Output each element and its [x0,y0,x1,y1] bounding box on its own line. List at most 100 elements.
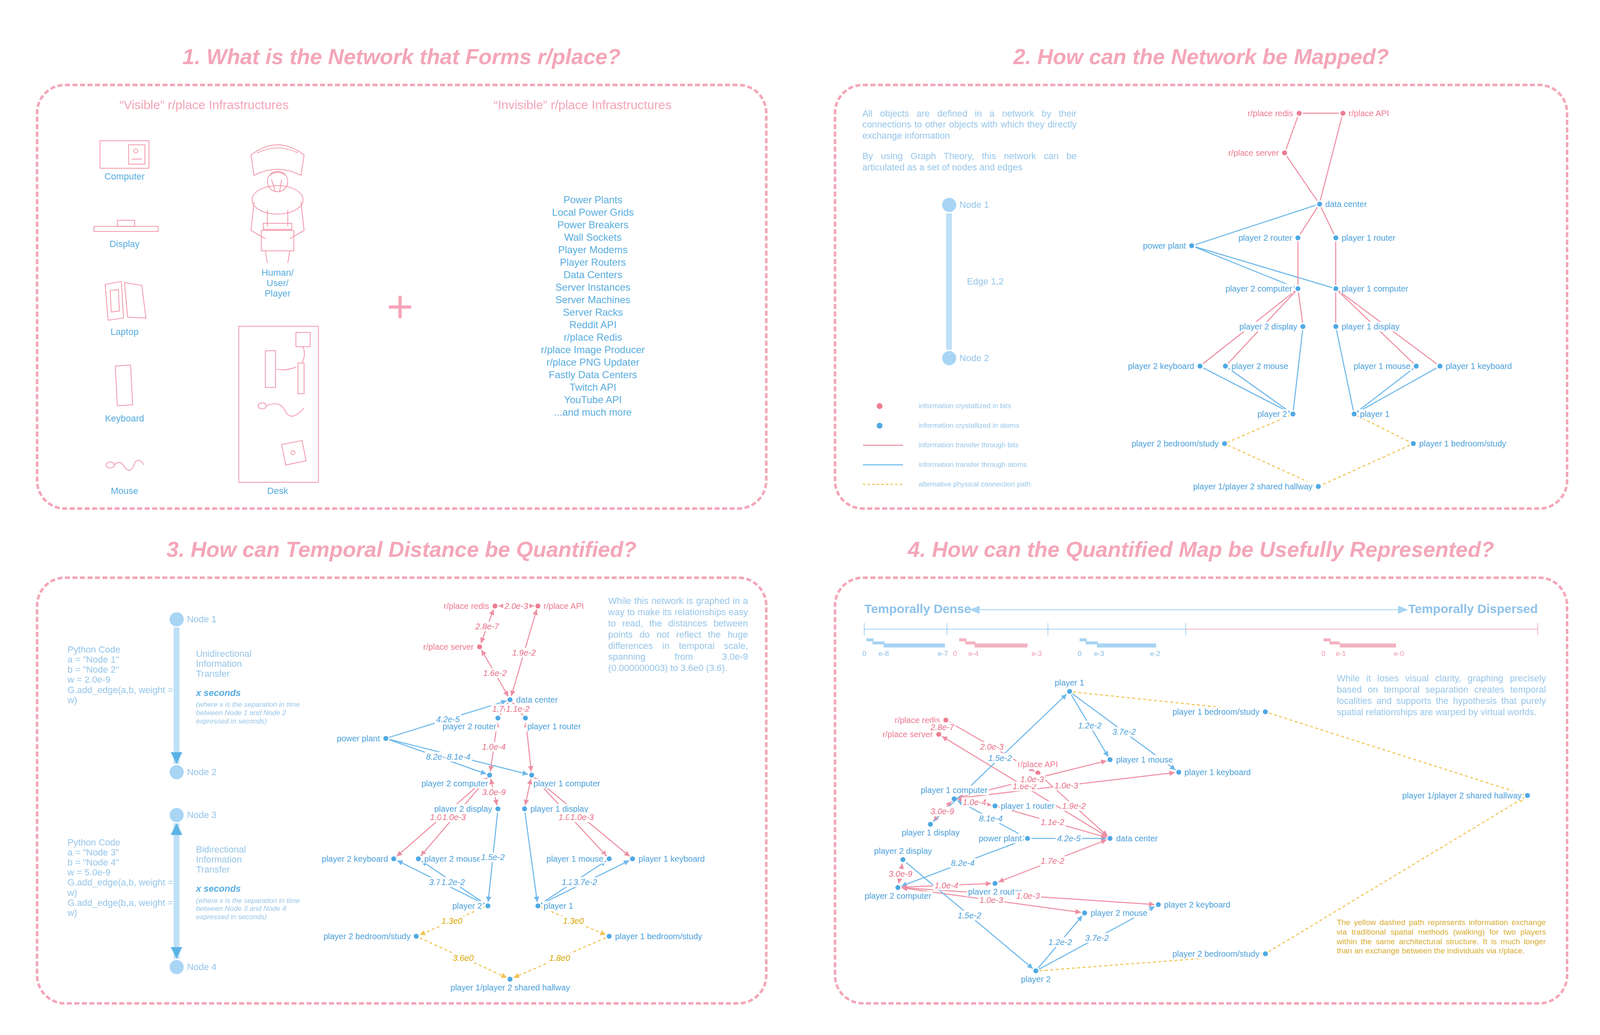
connector [1336,330,1354,411]
node-label: Node 2 [185,767,218,778]
edge-label: 3.7e-2 [1110,727,1138,738]
node-label: power plant [977,834,1023,844]
node-label: r/place server [881,730,935,740]
connector [1071,695,1109,758]
node-label: player 1 [1053,678,1086,688]
graph-node: r/place API [535,603,541,609]
connector [1228,368,1290,413]
connector [1320,207,1334,235]
legend-line [862,441,904,450]
node-label: r/place server [1227,148,1280,158]
node-label: player 2 mouse [422,854,483,865]
node-label: player 1 mouse [1352,361,1412,372]
connector [933,694,1067,823]
list-item: r/place Image Producer [540,343,645,357]
label-group: All objects are defined in a network by … [862,108,1077,142]
node-label: player 1 bedroom/study [613,932,704,942]
human-icon [250,145,304,264]
node-label: player 2 bedroom/study [322,932,412,942]
node-label: player 1 [1358,409,1391,420]
connector [946,213,953,350]
legend-text: information transfer through atoms [918,460,1027,470]
graph-node: player 2 router [992,881,998,887]
section-heading: “Visible” r/place Infrastructures [119,97,289,113]
node-label: player 1 display [900,828,961,838]
graph-node: player 2 display [900,857,906,863]
node-label: player 1 keyboard [1444,361,1514,372]
scale-label: Temporally Dense [864,602,971,617]
connector [1320,117,1343,201]
node-label: player 2 display [1237,321,1299,332]
edge-label: 8.2e-4 [949,858,976,868]
panel-heading: 3. How can Temporal Distance be Quantifi… [38,537,765,563]
legend-row: information crystallized in bits [862,396,1031,417]
graph-node: player 2 bedroom/study [1262,951,1268,957]
edge-label: 1.2e-2 [1076,721,1103,731]
list-item: Wall Sockets [540,231,645,244]
label-group: “Invisible” r/place Infrastructures [493,97,672,113]
connector [421,861,485,905]
tick-label: e-2 [1150,650,1161,659]
list-item: r/place PNG Updater [540,356,645,369]
node-label: power plant [1141,241,1188,251]
connector [1302,112,1340,115]
node-label: player 2 mouse [1230,361,1290,372]
edge-label: 1.0e-3 [569,812,596,823]
node-label: r/place API [542,601,586,611]
section-heading: “Invisible” r/place Infrastructures [493,97,672,113]
graph-node: player 1 router [522,715,528,721]
connector [1357,368,1437,413]
list-item: Power Breakers [540,218,645,232]
node-circle: Node 2 [942,351,957,366]
list-item: Data Centers [540,268,645,282]
connector [1293,330,1303,411]
graph-node: player 1 computer [529,772,535,778]
edge-label: 1.8e0 [547,953,572,963]
graph-node: player 1 keyboard [1176,770,1182,775]
graph-node: player 2 [1290,411,1296,417]
node-label: player 1 keyboard [1183,767,1253,778]
desk-icon [238,326,319,483]
connector [998,840,1107,883]
node-label: player 1/player 2 shared hallway [1400,791,1523,801]
weight-note: x seconds [195,883,241,895]
list-item: Player Modems [540,243,645,257]
node-label: r/place API [1347,108,1391,118]
display-icon [93,220,158,232]
node-label: player 1 computer [919,785,989,796]
edge-label: 1.0e-3 [1019,775,1046,785]
connector [1321,445,1410,485]
node-label: data center [1324,199,1369,209]
connector [1203,367,1290,413]
node-label: Node 1 [185,614,218,625]
connector [957,772,1175,799]
paragraph: While this network is graphed in a way t… [608,595,749,675]
graph-node: r/place server [1282,150,1288,156]
label-group: Mouse [110,485,139,497]
connector [173,823,180,960]
small-note: (where x is the separation in time betwe… [195,897,303,922]
edge-label: 8.1e-4 [977,814,1005,824]
graph-node: player 1/player 2 shared hallway [1525,793,1530,799]
tick-label: e-7 [937,650,949,659]
connector [1227,445,1315,485]
code-line: a = "Node 3" [67,847,185,858]
icon-label: Display [109,238,140,250]
connector [1195,247,1295,288]
edge-label: 1.0e-4 [480,742,508,752]
connector [1297,241,1299,285]
node-label: Node 2 [958,352,991,364]
edge-label: 3.7e-2 [1083,933,1110,943]
edge-label: 3.0e-9 [887,869,914,879]
graph-node: data center [1107,836,1113,842]
node-label: r/place redis [442,601,491,611]
mouse-icon [106,460,145,471]
label-group: e-0 [1393,650,1405,659]
node-label: player 1 computer [1340,284,1410,294]
node-label: player 1 mouse [545,854,605,865]
edge-label: 1.6e-2 [481,668,508,679]
node-label: player 1 bedroom/study [1417,439,1508,449]
graph-node: player 1 mouse [606,856,612,862]
edge-label: 1.0e-3 [1053,780,1080,791]
